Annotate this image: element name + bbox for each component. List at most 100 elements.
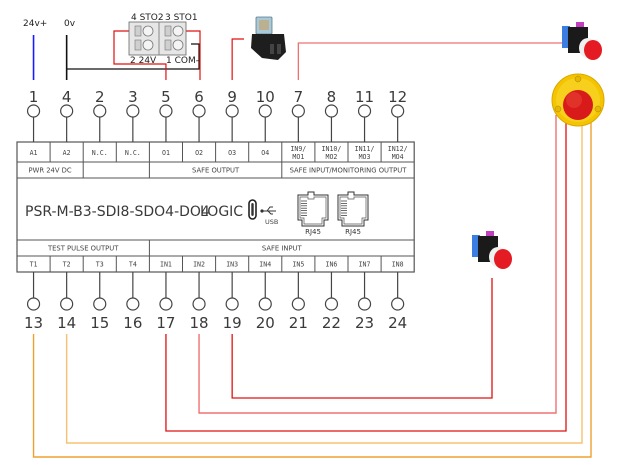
rj45-label: RJ45 (305, 228, 321, 236)
estop-screw-icon (594, 105, 602, 113)
logic-label: LOGIC (200, 204, 243, 220)
terminal-number: 9 (227, 88, 237, 106)
terminal-number: 12 (388, 88, 407, 106)
sto-bottom-right-label: 1 COM- (166, 56, 199, 66)
terminal-group-label: SAFE OUTPUT (192, 167, 240, 175)
terminal-screw-icon (159, 104, 173, 118)
terminal-screw-icon (291, 297, 305, 311)
wire-in2-estop (198, 115, 557, 414)
wire-sto2 (113, 30, 167, 80)
terminal-number: 10 (256, 88, 275, 106)
terminal-cell-label: MO1 (292, 153, 304, 161)
terminal-screw-icon (60, 297, 74, 311)
terminal-cell-label: T1 (30, 261, 38, 269)
terminal-cell-label: A2 (63, 149, 71, 157)
sto-connector-lever-icon (164, 39, 172, 51)
terminal-number: 16 (123, 314, 142, 332)
relay-coil (259, 20, 269, 30)
wire-in1-estop (165, 123, 567, 432)
terminal-number: 21 (289, 314, 308, 332)
sto-connector-clamp-icon (172, 39, 184, 51)
terminal-group-label: SAFE INPUT/MONITORING OUTPUT (290, 167, 408, 175)
terminal-number: 20 (256, 314, 275, 332)
terminal-cell-label: MO3 (359, 153, 371, 161)
estop-screw-icon (574, 75, 582, 83)
sto-connector-lever-icon (134, 25, 142, 37)
estop-screw-icon (554, 105, 562, 113)
model-name: PSR-M-B3-SDI8-SDO4-DO4 (25, 204, 210, 220)
wire-pushbutton-top (297, 42, 562, 80)
terminal-number: 11 (355, 88, 374, 106)
terminal-group-label: TEST PULSE OUTPUT (47, 245, 119, 253)
wire-in3-pushbutton (231, 278, 493, 399)
rj45-port-icon (337, 191, 369, 227)
terminal-number: 13 (24, 314, 43, 332)
terminal-number: 4 (62, 88, 72, 106)
terminal-screw-icon (225, 104, 239, 118)
terminal-number: 6 (194, 88, 204, 106)
terminal-screw-icon (93, 297, 107, 311)
usb-symbol-icon (263, 206, 276, 215)
pushbutton-terminal (486, 231, 494, 237)
terminal-number: 5 (161, 88, 171, 106)
sto-connector-clamp-icon (142, 25, 154, 37)
terminal-cell-label: O2 (195, 149, 203, 157)
wire-t2-estop (65, 123, 583, 444)
terminal-screw-icon (324, 104, 339, 118)
terminal-group-label: PWR 24V DC (29, 167, 72, 175)
terminal-number: 15 (90, 314, 109, 332)
terminal-screw-icon (357, 104, 372, 118)
power-plus-label: 24v+ (23, 19, 47, 29)
terminal-screw-icon (258, 297, 272, 311)
pushbutton-red-cap-icon (584, 40, 602, 60)
sto-connector-lever-icon (134, 39, 142, 51)
terminal-screw-icon (60, 104, 74, 118)
rj45-port-outline (297, 191, 329, 227)
terminal-screw-icon (192, 297, 206, 311)
terminal-number: 22 (322, 314, 341, 332)
terminal-number: 23 (355, 314, 374, 332)
terminal-number: 3 (128, 88, 138, 106)
pushbutton-middle-icon (472, 231, 512, 269)
wire-t1-estop (32, 115, 592, 458)
terminal-number: 19 (223, 314, 242, 332)
terminal-number: 8 (327, 88, 337, 106)
terminal-cell-label: O3 (228, 149, 236, 157)
terminal-cell-label: IN8 (392, 261, 404, 269)
terminal-screw-icon (357, 297, 372, 311)
terminal-number: 17 (156, 314, 175, 332)
sto-bottom-left-label: 2 24V (130, 56, 157, 66)
terminal-screw-icon (126, 297, 140, 311)
terminal-cell-label: IN5 (292, 261, 304, 269)
terminal-cell-label: IN2 (193, 261, 205, 269)
usb-label: USB (265, 218, 278, 226)
terminal-screw-icon (391, 104, 405, 118)
rj45-label: RJ45 (345, 228, 361, 236)
power-zero-label: 0v (64, 19, 76, 29)
emergency-stop-icon (551, 73, 605, 127)
sto-connector-clamp-icon (172, 25, 184, 37)
pushbutton-terminal (576, 22, 584, 28)
terminal-cell-label: IN10/ (322, 145, 342, 153)
terminal-cell-label: MO4 (392, 153, 404, 161)
sto-connector-lever-icon (164, 25, 172, 37)
terminal-screw-icon (159, 297, 173, 311)
rj45-port-inner (339, 196, 367, 225)
usb-c-port-icon (251, 203, 254, 216)
terminal-cell-label: O4 (261, 149, 269, 157)
terminal-number: 14 (57, 314, 76, 332)
relay-icon (251, 16, 286, 60)
terminal-cell-label: IN1 (160, 261, 172, 269)
terminal-screw-icon (291, 104, 305, 118)
sto-top-right-label: 3 STO1 (165, 13, 198, 23)
terminal-screw-icon (258, 104, 272, 118)
estop-highlight (566, 92, 582, 108)
sto-connector-clamp-icon (142, 39, 154, 51)
terminal-number: 1 (29, 88, 39, 106)
wires (32, 30, 592, 458)
pushbutton-contact-block (562, 26, 570, 48)
terminal-number: 7 (294, 88, 304, 106)
